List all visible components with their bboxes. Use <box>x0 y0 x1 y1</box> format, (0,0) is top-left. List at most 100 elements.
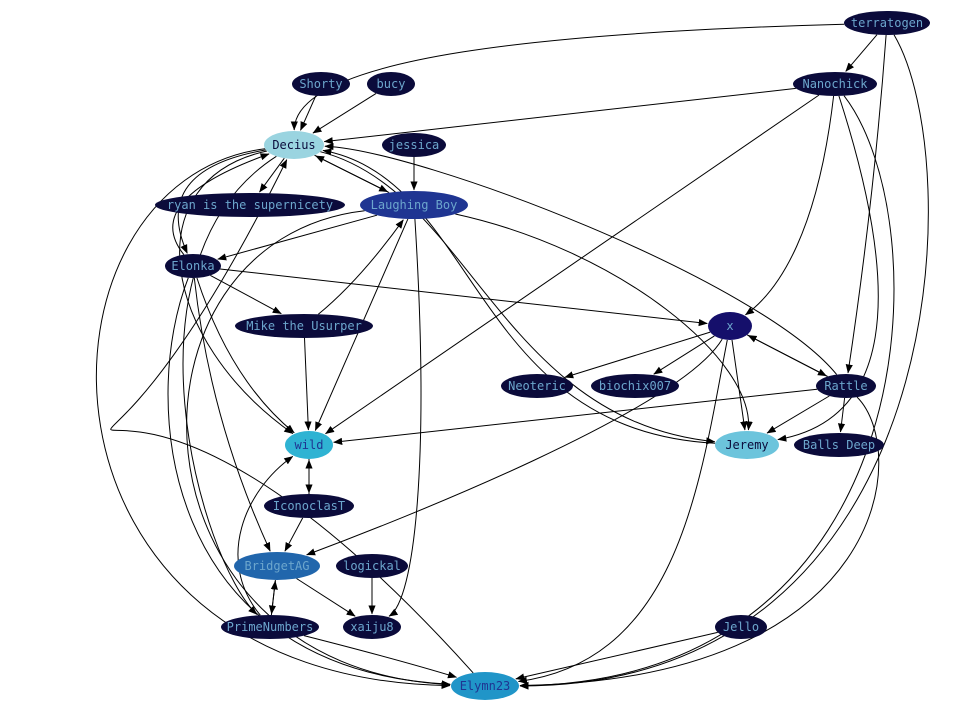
node-label-mike: Mike the Usurper <box>246 319 362 333</box>
node-bucy[interactable]: bucy <box>367 72 415 96</box>
edge-nanochick-to-jeremy <box>777 95 879 442</box>
node-mike[interactable]: Mike the Usurper <box>235 314 373 338</box>
node-shape-jeremy <box>715 431 779 459</box>
edge-bucy-to-decius <box>312 92 377 134</box>
node-shape-ballsdeep <box>794 433 884 457</box>
edge-primenumbers-to-bridgetag <box>270 580 278 616</box>
edge-decius-to-ryan <box>259 157 285 193</box>
edge-bridgetag-to-xaiju8 <box>296 578 356 617</box>
node-elymn23[interactable]: Elymn23 <box>451 672 519 700</box>
node-shape-jessica <box>382 133 446 157</box>
node-label-jessica: jessica <box>389 138 440 152</box>
node-shape-biochix <box>591 374 679 398</box>
edge-x-to-jeremy <box>731 339 748 431</box>
node-primenumbers[interactable]: PrimeNumbers <box>221 615 319 639</box>
node-label-decius: Decius <box>272 138 315 152</box>
edge-laughingboy-to-xaiju8 <box>388 218 422 617</box>
edge-iconoclast-to-bridgetag <box>284 517 304 552</box>
edge-rattle-to-jeremy <box>766 395 830 434</box>
node-jessica[interactable]: jessica <box>382 133 446 157</box>
node-shape-bridgetag <box>234 552 320 580</box>
edge-x-to-biochix <box>653 335 715 375</box>
node-decius[interactable]: Decius <box>264 131 324 159</box>
edge-elonka-to-x <box>220 268 708 327</box>
edge-terratogen-to-elymn23 <box>519 34 929 690</box>
node-elonka[interactable]: Elonka <box>165 254 221 278</box>
node-shape-rattle <box>816 374 876 398</box>
node-biochix[interactable]: biochix007 <box>591 374 679 398</box>
node-shorty[interactable]: Shorty <box>292 72 350 96</box>
node-label-biochix: biochix007 <box>599 379 671 393</box>
node-label-neoteric: Neoteric <box>508 379 566 393</box>
edge-elymn23-to-decius <box>110 159 474 674</box>
node-label-xaiju8: xaiju8 <box>350 620 393 634</box>
edge-mike-to-wild <box>304 337 312 431</box>
node-logickal[interactable]: logickal <box>336 554 408 578</box>
edge-x-to-elymn23 <box>517 339 728 684</box>
edge-decius-to-jeremy <box>320 151 716 445</box>
edge-shorty-to-decius <box>300 95 317 131</box>
edge-decius-to-primenumbers <box>182 155 277 615</box>
node-jello[interactable]: Jello <box>715 615 767 639</box>
node-wild[interactable]: wild <box>285 431 333 459</box>
node-shape-shorty <box>292 72 350 96</box>
node-ryan[interactable]: ryan is the supernicety <box>155 193 345 217</box>
node-ballsdeep[interactable]: Balls Deep <box>794 433 884 457</box>
edge-rattle-to-elymn23 <box>519 396 880 689</box>
edge-jeremy-to-decius <box>322 148 716 444</box>
node-shape-logickal <box>336 554 408 578</box>
edge-elonka-to-wild <box>196 277 295 434</box>
node-x[interactable]: x <box>708 312 752 340</box>
edge-jello-to-elymn23 <box>515 631 718 681</box>
node-xaiju8[interactable]: xaiju8 <box>343 615 401 639</box>
edge-elonka-to-mike <box>210 274 282 315</box>
node-shape-iconoclast <box>264 494 354 518</box>
node-label-bridgetag: BridgetAG <box>244 559 309 573</box>
edge-rattle-to-x <box>747 334 828 377</box>
node-label-elonka: Elonka <box>171 259 214 273</box>
edge-rattle-to-ballsdeep <box>837 397 846 433</box>
node-nanochick[interactable]: Nanochick <box>793 72 877 96</box>
node-shape-terratogen <box>844 11 930 35</box>
node-shape-elonka <box>165 254 221 278</box>
node-iconoclast[interactable]: IconoclasT <box>264 494 354 518</box>
node-label-iconoclast: IconoclasT <box>273 499 345 513</box>
node-neoteric[interactable]: Neoteric <box>501 374 573 398</box>
node-shape-elymn23 <box>451 672 519 700</box>
edge-terratogen-to-nanochick <box>845 34 878 72</box>
node-label-rattle: Rattle <box>824 379 867 393</box>
edge-decius-to-elymn23 <box>95 148 451 690</box>
node-shape-mike <box>235 314 373 338</box>
node-shape-bucy <box>367 72 415 96</box>
node-label-nanochick: Nanochick <box>802 77 868 91</box>
node-bridgetag[interactable]: BridgetAG <box>234 552 320 580</box>
edge-x-to-bridgetag <box>306 338 723 556</box>
node-label-wild: wild <box>295 438 324 452</box>
edge-terratogen-to-decius <box>290 23 845 131</box>
node-label-bucy: bucy <box>377 77 406 91</box>
edge-terratogen-to-rattle <box>845 34 887 374</box>
node-shape-primenumbers <box>221 615 319 639</box>
edge-mike-to-laughingboy <box>317 219 404 315</box>
node-laughingboy[interactable]: Laughing Boy <box>360 191 468 219</box>
node-label-terratogen: terratogen <box>851 16 923 30</box>
node-label-jello: Jello <box>723 620 759 634</box>
edge-x-to-neoteric <box>564 331 711 379</box>
node-label-laughingboy: Laughing Boy <box>371 198 458 212</box>
node-label-ballsdeep: Balls Deep <box>803 438 875 452</box>
node-terratogen[interactable]: terratogen <box>844 11 930 35</box>
node-jeremy[interactable]: Jeremy <box>715 431 779 459</box>
edge-laughingboy-to-jeremy <box>455 213 753 431</box>
node-label-logickal: logickal <box>343 559 401 573</box>
edge-rattle-to-wild <box>333 388 818 445</box>
node-label-shorty: Shorty <box>299 77 342 91</box>
edge-nanochick-to-x <box>745 95 835 316</box>
edge-nanochick-to-wild <box>325 94 820 435</box>
node-label-primenumbers: PrimeNumbers <box>227 620 314 634</box>
node-label-ryan: ryan is the supernicety <box>167 198 333 212</box>
node-shape-decius <box>264 131 324 159</box>
edge-rattle-to-decius <box>324 142 838 375</box>
node-label-x: x <box>726 319 733 333</box>
node-rattle[interactable]: Rattle <box>816 374 876 398</box>
